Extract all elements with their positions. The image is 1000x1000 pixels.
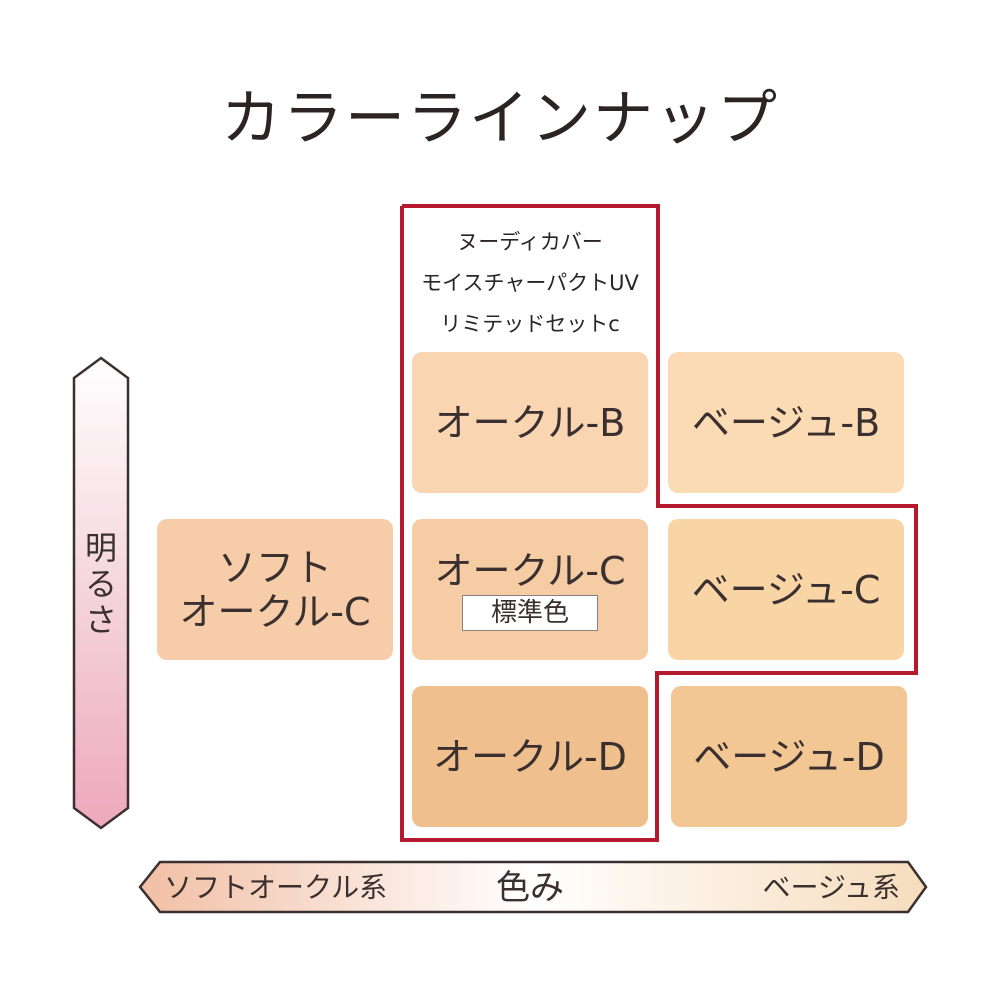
shade-tile-ochre-c: オークル-C 標準色 [412, 519, 648, 660]
shade-tile-ochre-b: オークル-B [412, 352, 648, 493]
shade-tile-beige-b: ベージュ-B [668, 352, 904, 493]
shade-tile-soft-ochre-c: ソフト オークル-C [157, 519, 393, 660]
highlight-frame [400, 204, 918, 842]
shade-label: オークル-C [434, 548, 626, 593]
brightness-axis-label: 明 る さ [74, 530, 128, 638]
standard-shade-badge: 標準色 [462, 594, 598, 631]
shade-label: オークル-B [434, 400, 626, 445]
shade-label: ベージュ-D [693, 734, 885, 779]
brightness-axis-char: る [84, 565, 117, 603]
hue-axis-left-label: ソフトオークル系 [164, 871, 388, 904]
hue-axis-arrow [138, 860, 928, 914]
shade-label: オークル-D [433, 734, 627, 779]
hue-axis-center-label: 色み [496, 868, 564, 908]
shade-tile-ochre-d: オークル-D [412, 686, 648, 827]
shade-label: ベージュ-B [691, 400, 881, 445]
product-name-line: リミテッドセットc [440, 312, 620, 336]
product-name-line: ヌーディカバー [457, 230, 603, 254]
shade-tile-beige-d: ベージュ-D [671, 686, 907, 827]
shade-label: オークル-C [179, 589, 371, 634]
shade-label: ベージュ-C [691, 567, 881, 612]
product-name: ヌーディカバー モイスチャーパクトUV リミテッドセットc [404, 222, 656, 345]
brightness-axis-arrow [72, 356, 130, 830]
shade-label: ソフト [217, 545, 332, 590]
brightness-axis-char: さ [84, 601, 117, 639]
page-title: カラーラインナップ [221, 84, 779, 154]
hue-axis-right-label: ベージュ系 [762, 871, 900, 904]
brightness-axis-char: 明 [84, 529, 117, 567]
shade-tile-beige-c: ベージュ-C [668, 519, 904, 660]
product-name-line: モイスチャーパクトUV [421, 271, 639, 295]
